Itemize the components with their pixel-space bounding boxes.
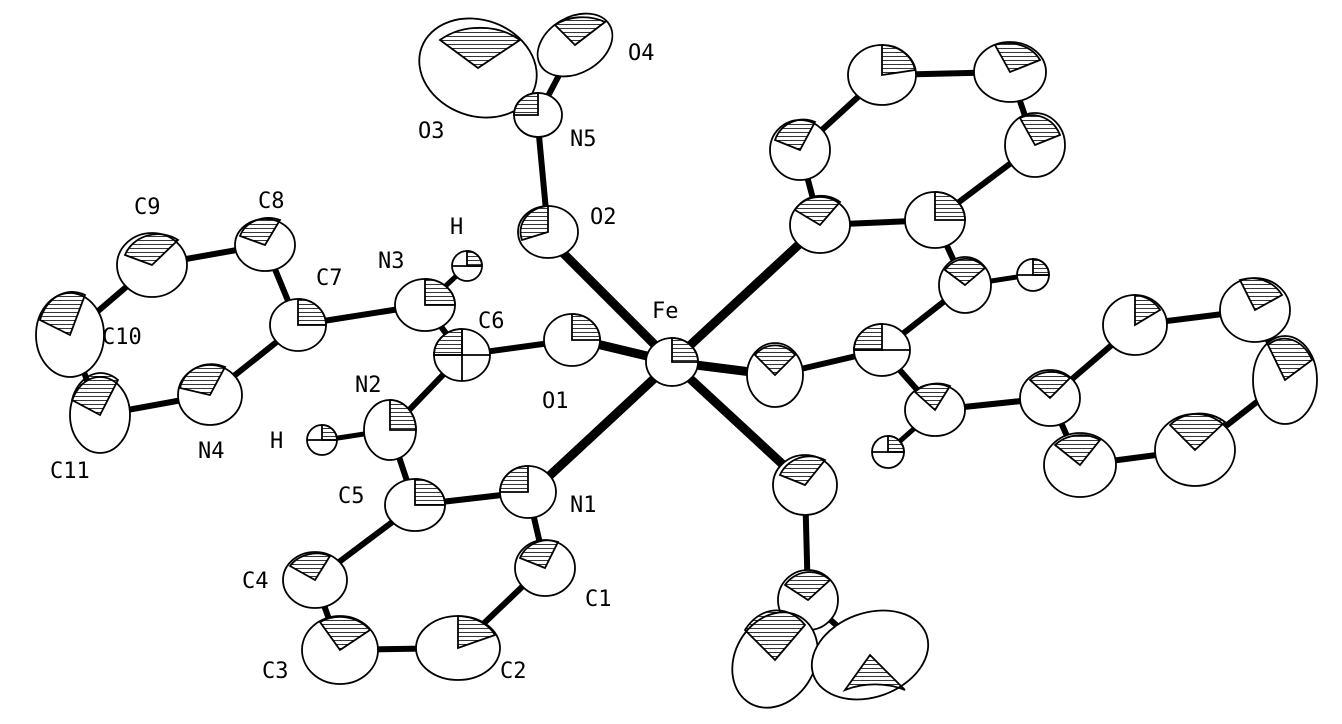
- bond-fe-o2: [550, 240, 677, 367]
- atom-r2-c-ipso: [1019, 369, 1081, 427]
- atom-r-c-ring3: [973, 41, 1047, 103]
- atom-r-c-ring1: [769, 118, 831, 181]
- atom-c4: [282, 551, 348, 609]
- atom-r-c-carbonyl: [853, 323, 911, 377]
- atom-o4: [536, 12, 614, 78]
- label-c6: C6: [478, 309, 505, 334]
- atom-r2-c-d: [1154, 412, 1236, 487]
- atom-c8: [234, 217, 296, 272]
- label-o1: O1: [542, 389, 569, 414]
- atom-lr-o: [772, 454, 838, 516]
- label-c2: C2: [500, 659, 527, 684]
- atom-r-c-ring5: [904, 191, 966, 249]
- atom-c7: [269, 298, 327, 352]
- atom-c2: [415, 615, 501, 681]
- atom-fe: [645, 337, 699, 387]
- atom-r-h-mid: [1016, 258, 1050, 292]
- label-c8: C8: [258, 189, 285, 214]
- label-layer: Fe O1 O2 O3 O4 N5 N1 N2 N3 N4 C1 C2 C3 C…: [50, 41, 679, 684]
- atom-n2: [363, 399, 417, 461]
- atom-c6: [433, 328, 491, 382]
- label-c11: C11: [50, 459, 90, 484]
- atom-r-c-ring4: [1004, 112, 1066, 178]
- atom-r-c-ring2: [847, 44, 917, 106]
- atom-c3: [301, 615, 379, 685]
- label-c9: C9: [134, 195, 161, 220]
- atom-r2-c-a: [1102, 294, 1168, 356]
- label-n2: N2: [355, 373, 382, 398]
- atom-o3: [418, 17, 538, 119]
- label-c7: C7: [316, 266, 343, 291]
- atom-c9: [116, 232, 188, 298]
- atom-r2-c-e: [1043, 432, 1117, 498]
- bond-fe-n1: [527, 357, 677, 497]
- label-n1: N1: [570, 493, 597, 518]
- atom-o2: [517, 205, 579, 259]
- label-o4: O4: [628, 41, 655, 66]
- label-c3: C3: [262, 659, 289, 684]
- label-o3: O3: [418, 119, 445, 144]
- atom-r-n-low: [904, 382, 966, 437]
- atom-h-n2: [306, 424, 338, 456]
- label-h-n3: H: [450, 215, 463, 240]
- bond-fe-upper-right-n: [667, 220, 825, 367]
- atom-c10: [35, 290, 105, 378]
- atom-lr-ob: [810, 609, 930, 701]
- label-c5: C5: [338, 484, 365, 509]
- atom-n3: [394, 278, 456, 332]
- atom-r-o-coord: [746, 342, 804, 408]
- atom-c11: [69, 372, 131, 454]
- atom-n1: [499, 465, 557, 519]
- atom-r-n-top: [789, 194, 851, 254]
- atom-n5: [513, 92, 563, 138]
- atom-r-h-low: [871, 435, 905, 469]
- atom-r2-c-c: [1252, 335, 1318, 425]
- label-o2: O2: [590, 205, 617, 230]
- atom-c1: [514, 539, 576, 597]
- atom-layer: [35, 12, 1318, 709]
- atom-h-n3: [451, 250, 483, 282]
- label-c10: C10: [102, 325, 142, 350]
- atom-r-n-mid: [938, 256, 992, 314]
- label-c4: C4: [242, 569, 269, 594]
- atom-n4: [177, 363, 243, 426]
- atom-c5: [384, 478, 446, 532]
- label-n5: N5: [570, 127, 597, 152]
- atom-r2-c-b: [1219, 277, 1291, 343]
- label-n3: N3: [378, 249, 405, 274]
- atom-o1: [543, 313, 601, 367]
- atom-lr-oa: [731, 609, 819, 709]
- label-n4: N4: [198, 439, 225, 464]
- label-c1: C1: [585, 587, 612, 612]
- label-fe: Fe: [652, 299, 679, 324]
- label-h-n2: H: [270, 429, 283, 454]
